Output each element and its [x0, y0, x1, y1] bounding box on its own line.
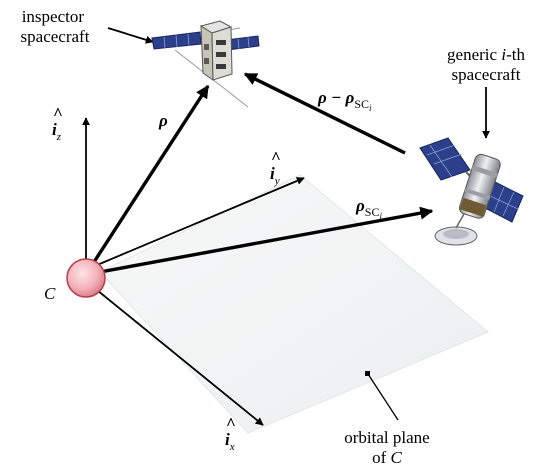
plane-pointer-line	[367, 373, 399, 421]
rho-vector	[92, 84, 210, 263]
ix-hat: ^	[226, 414, 236, 433]
rho-sc-vector	[99, 206, 434, 274]
inspector-label: inspector spacecraft	[21, 7, 90, 46]
rho-minus-rho-sc-vector	[243, 72, 406, 155]
sphere-icon	[66, 258, 106, 298]
rho-label: ρ	[158, 111, 168, 130]
ix-axis-arrow	[91, 285, 264, 426]
orbital-plane-label-line2: of C	[372, 448, 402, 467]
iz-label: iz	[52, 120, 62, 143]
iy-label: iy	[270, 164, 280, 187]
inspector-pointer-arrow	[107, 27, 154, 44]
rho-sc-label: ρSCi	[355, 196, 382, 221]
ix-label: ix	[225, 430, 235, 453]
cubesat-icon	[151, 20, 260, 108]
generic-label-line1: generic i-th	[447, 45, 525, 64]
orbital-plane	[99, 174, 489, 434]
iz-hat: ^	[53, 104, 63, 123]
orbital-plane-label-line1: orbital plane	[344, 428, 429, 447]
iy-hat: ^	[271, 148, 281, 167]
satellite-icon	[419, 137, 524, 246]
origin-label: C	[44, 284, 56, 303]
plane-pointer-dot	[365, 371, 370, 376]
iy-axis-arrow	[89, 177, 305, 269]
rho-minus-rho-sc-label: ρ − ρSCi	[317, 88, 372, 113]
generic-label-line2: spacecraft	[452, 65, 521, 84]
